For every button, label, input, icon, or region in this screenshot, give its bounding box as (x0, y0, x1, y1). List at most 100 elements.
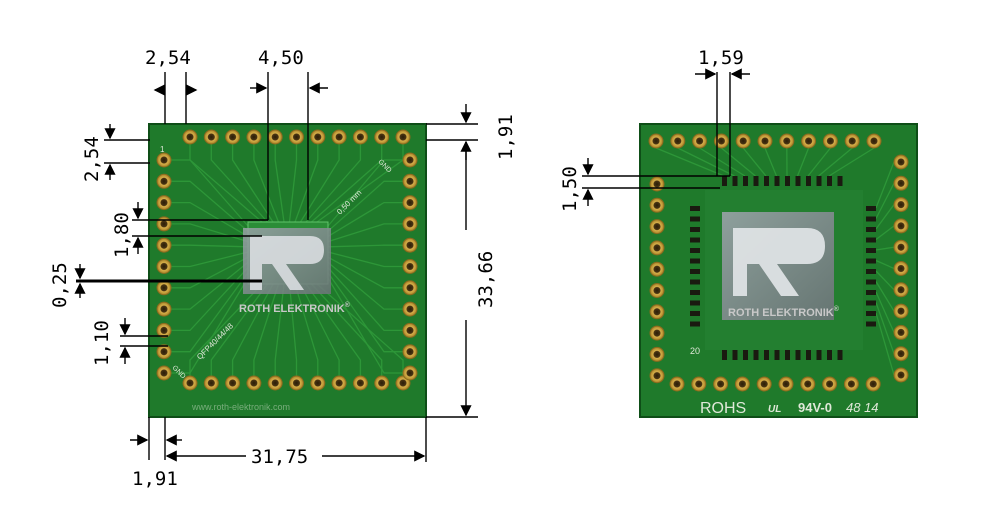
smd-pad (722, 350, 727, 360)
right-dimension-labels: 1,59 1,50 (559, 47, 744, 212)
through-hole-pad (822, 376, 838, 392)
pcb-trace (311, 283, 383, 376)
pcb-trace (171, 251, 249, 268)
smd-pad (753, 350, 759, 360)
right-flammability: 94V-0 (798, 400, 832, 415)
smd-pad (732, 350, 738, 360)
pcb-trace (677, 147, 735, 177)
smd-pad (866, 290, 876, 295)
right-smd-pads (690, 176, 876, 360)
smd-pad (722, 176, 727, 186)
through-hole-pad (756, 376, 772, 392)
through-hole-pad (395, 129, 411, 145)
through-hole-pad (203, 129, 219, 145)
through-hole-pad (669, 376, 685, 392)
pcb-trace (828, 147, 875, 177)
left-board: ROTH ELEKTRONIK® 0,50 mm QFP40/44/48 GND… (148, 123, 427, 418)
pcb-trace (699, 147, 746, 177)
through-hole-pad (289, 375, 304, 391)
pcb-trace (327, 223, 403, 243)
pcb-trace (875, 183, 895, 219)
through-hole-pad (713, 376, 729, 392)
pcb-trace (327, 244, 403, 248)
pcb-trace (720, 147, 756, 177)
dim-pad-pitch-top-label: 1,59 (698, 47, 744, 69)
left-silk-pin1: 1 (160, 145, 165, 154)
through-hole-pad (352, 375, 368, 391)
right-brand-text: ROTH ELEKTRONIK® (728, 305, 840, 319)
dim-board-height-label: 33,66 (475, 251, 497, 308)
smd-pad (806, 350, 811, 360)
through-hole-pad (734, 376, 750, 392)
smd-pad (764, 176, 769, 186)
dim-pad-height-label: 1,10 (91, 320, 113, 366)
through-hole-pad (225, 129, 241, 145)
smd-pad (690, 258, 700, 264)
smd-pad (816, 176, 822, 186)
pcb-trace (171, 244, 249, 248)
smd-pad (827, 176, 832, 186)
left-logo: ROTH ELEKTRONIK® (239, 228, 351, 315)
through-hole-pad (402, 237, 418, 253)
pcb-trace (274, 144, 285, 223)
through-hole-pad (649, 176, 665, 192)
smd-pad (866, 269, 876, 274)
pcb-trace (875, 161, 895, 209)
through-hole-pad (156, 216, 172, 232)
pcb-trace (875, 225, 895, 241)
dim-pad-pitch-side-label: 1,50 (559, 166, 581, 212)
through-hole-pad (402, 195, 418, 211)
pcb-trace (327, 272, 403, 353)
through-hole-pad (225, 375, 241, 391)
pcb-trace (231, 283, 274, 376)
left-dimensions (74, 72, 478, 462)
through-hole-pad (893, 282, 909, 298)
smd-pad (690, 321, 700, 327)
right-date-code: 48 14 (846, 400, 879, 415)
pcb-trace (210, 144, 268, 223)
pcb-trace (327, 201, 403, 237)
through-hole-pad (649, 261, 665, 277)
through-hole-pad (735, 133, 751, 149)
pcb-trace (327, 251, 403, 268)
smd-pad (774, 176, 780, 186)
smd-pad (837, 176, 843, 186)
pcb-trace (742, 147, 767, 177)
dim-board-width-label: 31,75 (251, 446, 308, 468)
pcb-trace (875, 281, 895, 312)
through-hole-pad (649, 304, 665, 320)
through-hole-pad (757, 133, 773, 149)
pcb-trace (327, 277, 403, 374)
through-hole-pad (156, 322, 172, 338)
through-hole-pad (182, 129, 198, 145)
pcb-trace (818, 147, 853, 177)
pcb-trace (171, 277, 249, 374)
smd-pad (753, 176, 759, 186)
smd-pad (690, 216, 700, 222)
through-hole-pad (156, 237, 172, 253)
through-hole-pad (800, 376, 816, 392)
through-hole-pad (893, 197, 909, 213)
right-logo: ROTH ELEKTRONIK® (722, 212, 840, 320)
through-hole-pad (713, 133, 729, 149)
through-hole-pad (893, 261, 909, 276)
pcb-trace (189, 283, 263, 376)
smd-pad (785, 350, 790, 360)
smd-pad (764, 350, 769, 360)
through-hole-pad (893, 154, 909, 170)
through-hole-pad (402, 152, 418, 168)
smd-pad (806, 176, 811, 186)
through-hole-pad (843, 376, 859, 392)
pcb-trace (288, 283, 298, 376)
smd-pad (837, 350, 843, 360)
pcb-trace (305, 283, 362, 376)
smd-pad (743, 350, 748, 360)
pcb-trace (327, 256, 403, 289)
smd-pad (690, 269, 700, 274)
through-hole-pad (670, 133, 686, 149)
left-silk-url: www.roth-elektronik.com (191, 402, 290, 412)
left-traces (171, 144, 404, 376)
smd-pad (866, 258, 876, 264)
through-hole-pad (648, 133, 664, 149)
